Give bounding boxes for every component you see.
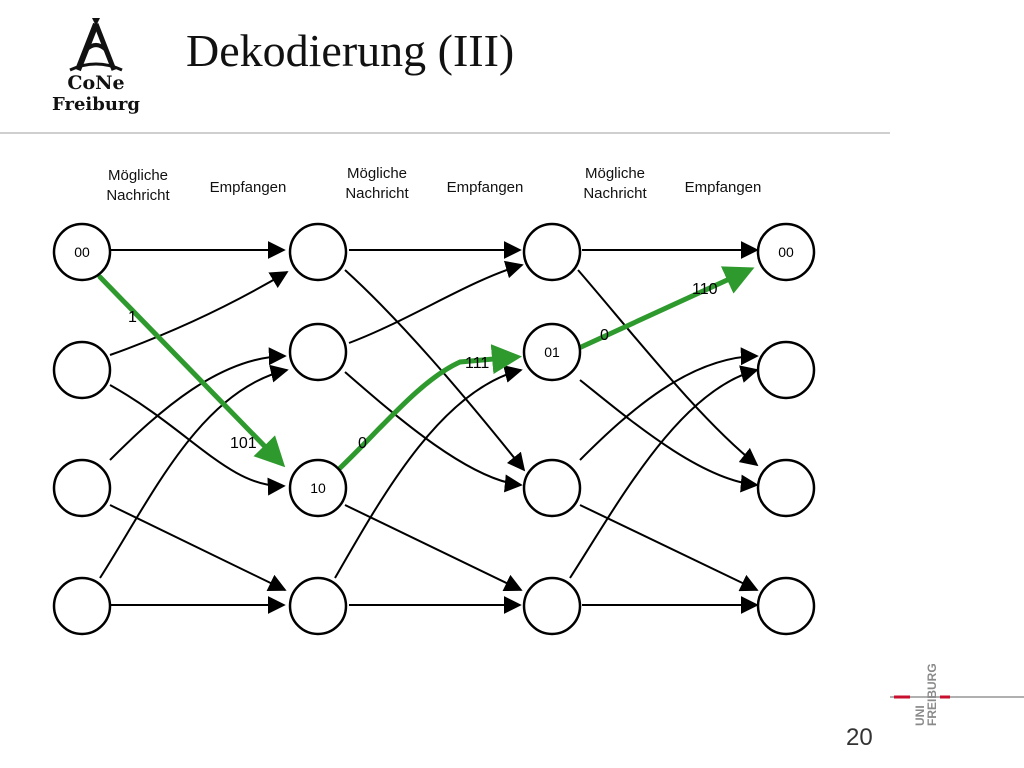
state-node: [288, 322, 348, 382]
state-node: [756, 340, 816, 400]
path-label-1: 1: [128, 309, 137, 326]
slide-title: Dekodierung (III): [186, 25, 515, 76]
logo-text-cone: CoNe: [67, 72, 125, 94]
header-message-3: Nachricht: [583, 185, 647, 202]
header-message-2: Nachricht: [345, 185, 409, 202]
trellis-diagram: Mögliche Nachricht Empfangen Mögliche Na…: [52, 165, 816, 636]
decoded-path: [97, 266, 755, 471]
cone-logo-icon: [69, 18, 123, 72]
state-node: [52, 340, 112, 400]
header-possible-3: Mögliche: [585, 165, 645, 182]
logo-text-freiburg: Freiburg: [52, 94, 140, 115]
state-node: [52, 222, 112, 282]
uni-logo-uni: UNI: [913, 705, 927, 726]
header-message-1: Nachricht: [106, 187, 170, 204]
node-label-10: 10: [310, 480, 326, 496]
path-label-101: 101: [230, 435, 257, 452]
page-number: 20: [846, 724, 873, 751]
header-received-2: Empfangen: [447, 179, 524, 196]
path-label-0-second: 0: [600, 327, 609, 344]
node-label-01: 01: [544, 344, 560, 360]
state-node: [522, 222, 582, 282]
title-divider: [0, 132, 890, 134]
header-received-1: Empfangen: [210, 179, 287, 196]
state-node: [522, 576, 582, 636]
cone-freiburg-logo: CoNe Freiburg: [40, 14, 152, 118]
state-node: [288, 222, 348, 282]
path-label-111: 111: [465, 355, 489, 372]
state-node: [522, 458, 582, 518]
state-nodes: [52, 222, 816, 636]
state-node: [756, 222, 816, 282]
state-node: [756, 576, 816, 636]
header-possible-1: Mögliche: [108, 167, 168, 184]
state-node: [522, 322, 582, 382]
state-node: [756, 458, 816, 518]
uni-freiburg-logo: UNI FREIBURG: [890, 663, 1024, 726]
state-node: [288, 458, 348, 518]
node-label-start: 00: [74, 244, 90, 260]
header-possible-2: Mögliche: [347, 165, 407, 182]
state-node: [288, 576, 348, 636]
node-label-end: 00: [778, 244, 794, 260]
trellis-edges: [99, 241, 759, 614]
path-label-110: 110: [692, 281, 718, 298]
state-node: [52, 576, 112, 636]
path-label-0-first: 0: [358, 435, 367, 452]
header-received-3: Empfangen: [685, 179, 762, 196]
uni-logo-freiburg: FREIBURG: [925, 663, 939, 726]
state-node: [52, 458, 112, 518]
